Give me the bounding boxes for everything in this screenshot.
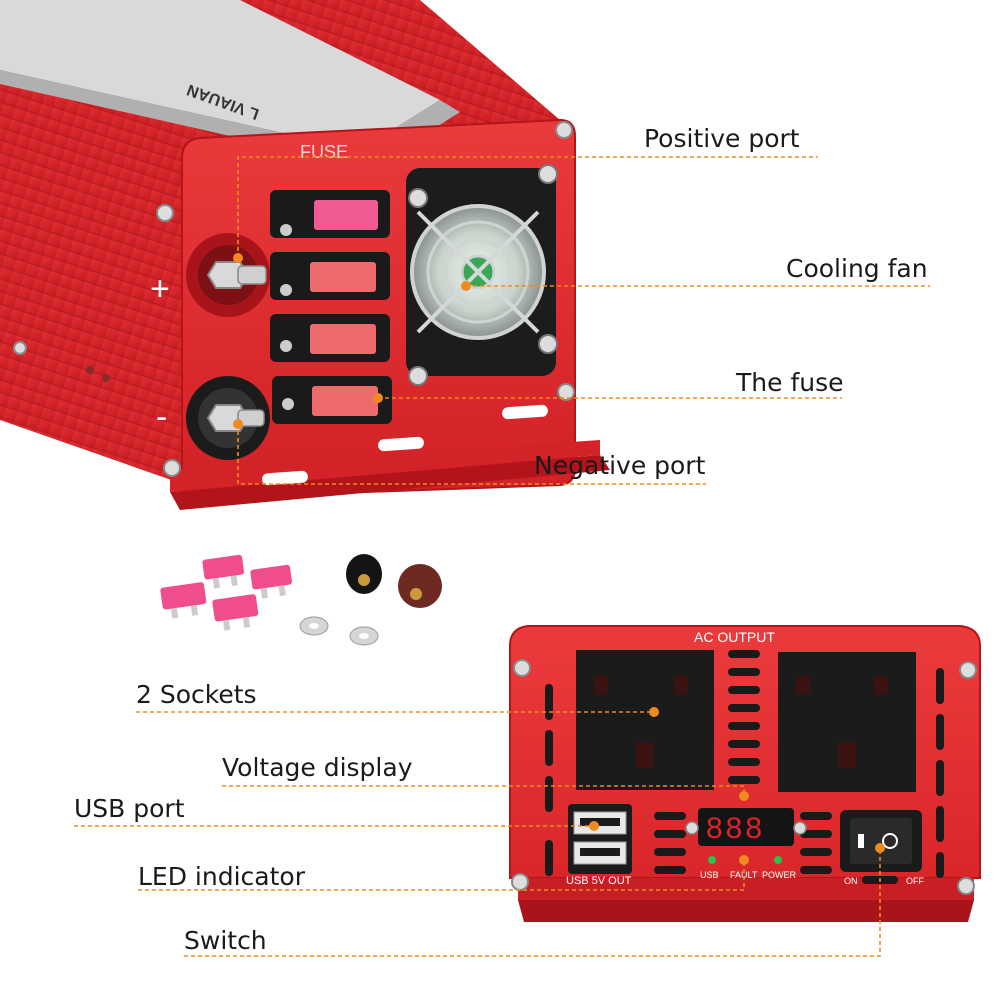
switch-off-label: OFF <box>906 876 924 886</box>
usb-output-label: USB 5V OUT <box>566 875 632 887</box>
callout-sockets: 2 Sockets <box>136 680 257 709</box>
callout-led-indicator: LED indicator <box>138 862 305 891</box>
cooling-fan-icon <box>406 164 558 386</box>
power-switch: ON OFF <box>840 810 924 886</box>
negative-terminal <box>186 376 270 460</box>
plus-sign: + <box>150 270 170 308</box>
indicator-usb-label: USB <box>700 870 719 880</box>
display-digits: 888 <box>706 812 765 845</box>
inverter-rear-view: L VIAUAN FUSE + - <box>0 0 610 510</box>
voltage-display: 888 <box>685 808 807 846</box>
minus-sign: - <box>156 398 167 436</box>
ac-socket-left <box>576 650 714 790</box>
ac-output-label: AC OUTPUT <box>694 629 775 645</box>
washers <box>299 616 379 646</box>
ac-socket-right <box>778 652 916 792</box>
callout-dots-bottom <box>589 707 885 865</box>
callout-dots-top <box>233 253 471 429</box>
spare-fuses <box>160 554 293 631</box>
switch-on-label: ON <box>844 876 858 886</box>
terminal-caps <box>346 554 442 608</box>
callout-lines-top <box>237 156 930 485</box>
callout-positive-port: Positive port <box>644 124 800 153</box>
usb-ports <box>568 804 632 874</box>
callout-the-fuse: The fuse <box>736 368 844 397</box>
callout-usb-port: USB port <box>74 794 185 823</box>
callout-negative-port: Negative port <box>534 451 706 480</box>
fuse-holders <box>270 190 392 424</box>
fuse-label: FUSE <box>300 142 348 162</box>
positive-terminal <box>186 233 270 317</box>
callout-switch: Switch <box>184 926 267 955</box>
indicator-fault-label: FAULT <box>730 870 758 880</box>
indicator-power-label: POWER <box>762 870 797 880</box>
callout-voltage-display: Voltage display <box>222 753 413 782</box>
callout-cooling-fan: Cooling fan <box>786 254 928 283</box>
screw-icon <box>13 121 575 477</box>
inverter-front-view: AC OUTPUT <box>509 625 981 922</box>
